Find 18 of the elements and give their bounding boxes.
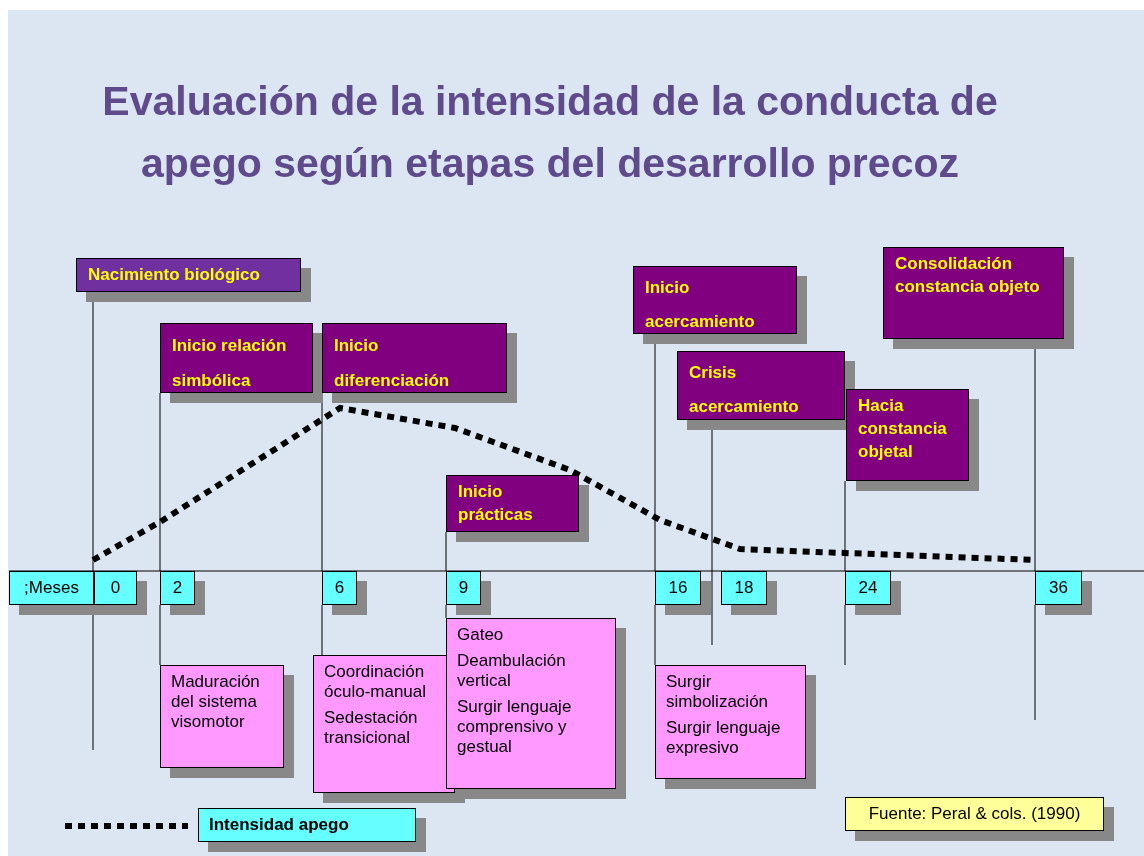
connector-line bbox=[844, 604, 846, 666]
milestone-text: Surgir simbolización bbox=[666, 672, 770, 712]
milestone-text: Surgir lenguaje comprensivo y gestual bbox=[457, 697, 573, 757]
milestone-text: Surgir lenguaje expresivo bbox=[666, 718, 782, 758]
connector-line bbox=[321, 604, 323, 656]
connector-line bbox=[654, 604, 656, 666]
connector-line bbox=[445, 604, 447, 619]
connector-line bbox=[844, 480, 846, 572]
title: Evaluación de la intensidad de la conducta de apego según etapas del desarrollo precoz bbox=[101, 77, 999, 188]
milestone-text: Deambulación vertical bbox=[457, 651, 567, 691]
connector-line bbox=[159, 604, 161, 666]
connector-line bbox=[445, 531, 447, 572]
milestone-text: Gateo bbox=[457, 625, 505, 645]
milestone-text: Coordinación óculo-manual bbox=[324, 662, 428, 702]
milestone-text: Maduración del sistema visomotor bbox=[171, 672, 261, 732]
connector-line bbox=[159, 392, 161, 572]
milestone-text: Sedestación transicional bbox=[324, 708, 419, 748]
connector-line bbox=[1034, 604, 1036, 721]
